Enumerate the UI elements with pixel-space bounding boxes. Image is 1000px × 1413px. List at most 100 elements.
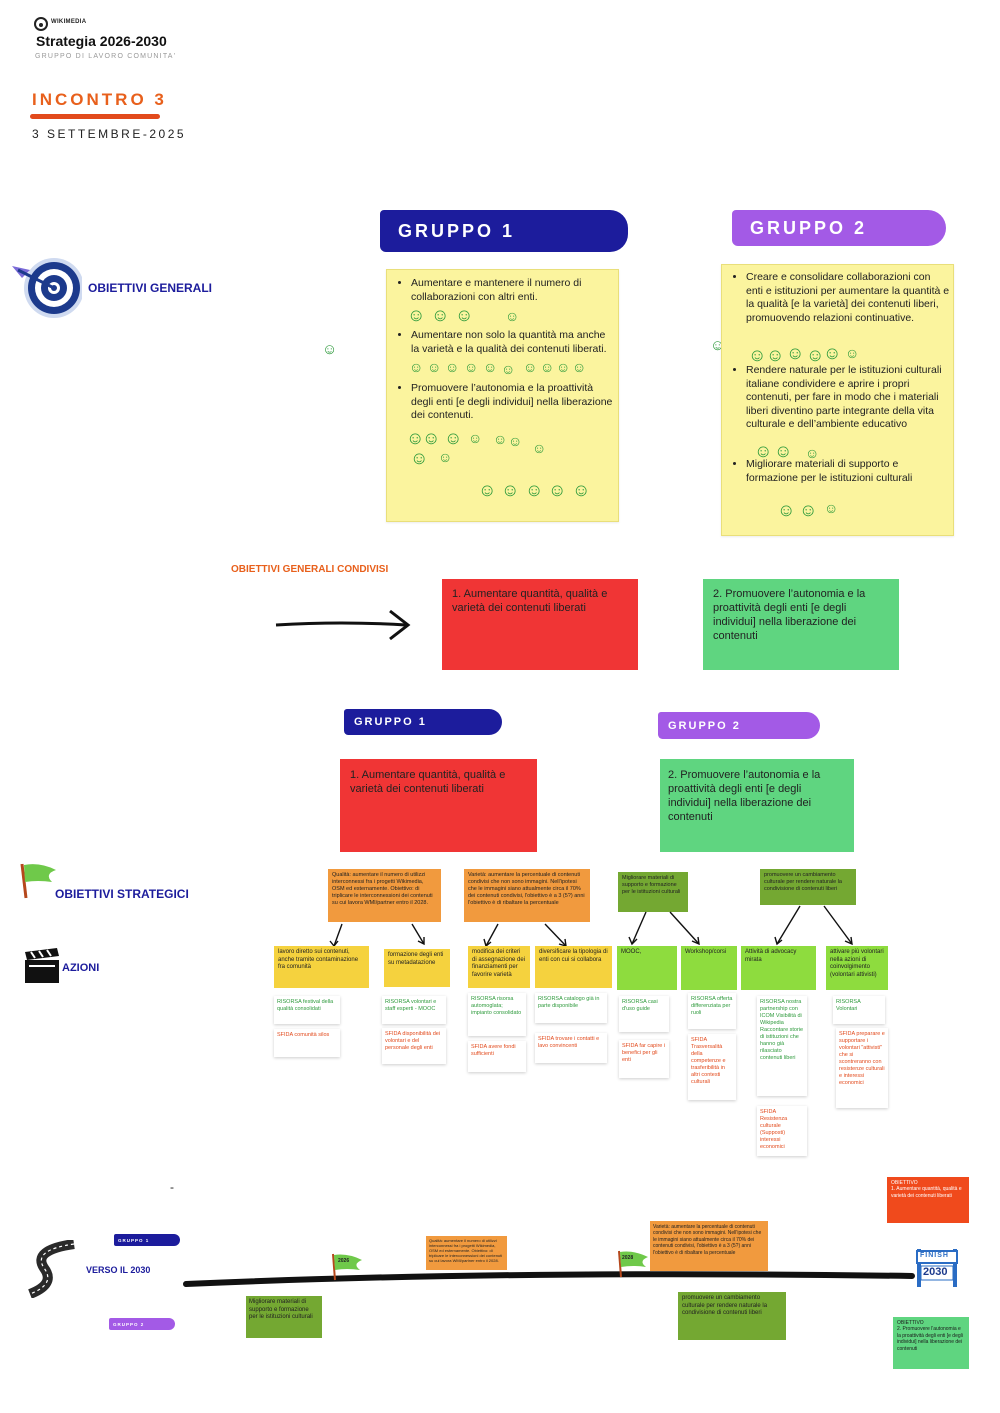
smiley-icon: ☺ — [525, 480, 544, 500]
smiley-icon: ☺ — [548, 480, 567, 500]
finish-label: FINISH — [920, 1252, 949, 1259]
smiley-icon: ☺ — [501, 480, 520, 500]
resource-card: RISORSA Volontari — [833, 996, 885, 1024]
g1-goal-2: Aumentare non solo la quantità ma anche … — [411, 329, 615, 356]
smiley-icon: ☺ — [823, 343, 842, 363]
finish-sign-icon — [916, 1249, 958, 1287]
timeline-variety: Varietà: aumentare la percentuale di con… — [650, 1221, 768, 1271]
smiley-icon: ☺ — [427, 359, 442, 375]
resource-card: RISORSA casi d'uso guide — [619, 996, 669, 1032]
smiley-icon: ☺ — [572, 480, 591, 500]
logo-text: WIKIMEDIA — [51, 19, 87, 25]
meeting-title: INCONTRO 3 — [32, 90, 167, 109]
goal-box-1: 1. Aumentare quantità, qualità e varietà… — [340, 759, 537, 852]
g2-goal-2: Rendere naturale per le istituzioni cult… — [746, 364, 950, 432]
challenge-card: SFIDA far capire i benefici per gli enti — [619, 1040, 669, 1078]
resource-card: RISORSA risorsa automoglata; impianto co… — [468, 993, 526, 1036]
action-funding-criteria: modifica dei criteri di assegnazione dei… — [468, 946, 530, 988]
timeline-goal-2: OBIETTIVO 2. Promuovere l'autonomia e la… — [893, 1317, 969, 1369]
timeline-cultural-change: promuovere un cambiamento culturale per … — [678, 1292, 786, 1340]
smiley-icon: ☺ — [805, 445, 820, 461]
timeline-group1: GRUPPO 1 — [114, 1234, 180, 1246]
smiley-icon: ☺ — [407, 305, 426, 325]
strategic-materials: Migliorare materiali di supporto e forma… — [618, 872, 688, 912]
smiley-icon: ☺ — [478, 480, 497, 500]
group1-header: GRUPPO 1 — [380, 210, 628, 252]
smiley-icon: ☺ — [409, 359, 424, 375]
smiley-icon: ☺ — [845, 345, 860, 361]
smiley-icon: ☺ — [438, 449, 453, 465]
road-icon — [28, 1240, 75, 1298]
smiley-icon: ☺ — [455, 305, 474, 325]
smiley-icon: ☺ — [774, 441, 793, 461]
smiley-icon: ☺ — [748, 345, 767, 365]
smiley-icon: ☺ — [532, 440, 547, 456]
resource-card: RISORSA catalogo già in parte disponibil… — [535, 993, 607, 1023]
label-obiettivi-condivisi: OBIETTIVI GENERALI CONDIVISI — [231, 564, 389, 575]
flag-icon — [20, 863, 56, 899]
page-title: Strategia 2026-2030 — [36, 33, 167, 49]
challenge-card: SFIDA trovare i contatti e lavo convince… — [535, 1033, 607, 1063]
meeting-date: 3 SETTEMBRE-2025 — [32, 127, 187, 141]
milestone-2028: 2028 — [622, 1255, 634, 1261]
challenge-card: SFIDA disponibilità dei volontari e del … — [382, 1028, 446, 1064]
shared-goal-1: 1. Aumentare quantità, qualità e varietà… — [442, 579, 638, 670]
clapperboard-icon — [25, 948, 59, 983]
smiley-icon: ☺ — [444, 428, 463, 448]
smiley-icon: ☺ — [505, 308, 520, 324]
label-azioni: AZIONI — [62, 962, 100, 974]
resource-card: RISORSA offerta differenziata per ruoli — [688, 993, 736, 1029]
group2-header-mid: GRUPPO 2 — [658, 712, 820, 739]
milestone-flag-icon — [618, 1250, 648, 1278]
meeting-underline — [30, 114, 160, 119]
smiley-icon: ☺ — [540, 359, 555, 375]
action-direct-work: lavoro diretto sui contenuti, anche tram… — [274, 946, 369, 988]
goal-box-2: 2. Promuovere l’autonomia e la proattivi… — [660, 759, 854, 852]
resource-card: RISORSA volontari e staff esperti - MOOC — [382, 996, 446, 1024]
smiley-icon: ☺ — [523, 359, 538, 375]
smiley-icon: ☺ — [464, 359, 479, 375]
smiley-icon: ☺ — [406, 428, 425, 448]
resource-card: RISORSA festival della qualità consolida… — [274, 996, 340, 1024]
smiley-icon: ☺ — [508, 433, 523, 449]
strategic-quality: Qualità: aumentare il numero di utilizzi… — [328, 869, 441, 922]
strategic-variety: Varietà: aumentare la percentuale di con… — [464, 869, 590, 922]
g1-goal-3: Promuovere l’autonomia e la proattività … — [411, 382, 615, 423]
smiley-icon: ☺ — [777, 500, 796, 520]
challenge-card: SFIDA avere fondi sufficienti — [468, 1041, 526, 1072]
group2-header: GRUPPO 2 — [732, 210, 946, 246]
action-advocacy: Attività di advocacy mirata — [741, 946, 816, 990]
challenge-card: SFIDA preparare e supportare i volontari… — [836, 1028, 888, 1108]
challenge-card: SFIDA Trasversalità della competenze e t… — [688, 1034, 736, 1100]
challenge-card: SFIDA Resistenza culturale (Supposti) in… — [757, 1106, 807, 1156]
smiley-icon: ☺ — [422, 428, 441, 448]
smiley-icon: ☺ — [572, 359, 587, 375]
smiley-icon: ☺ — [322, 341, 338, 358]
timeline-quality: Qualità: aumentare il numero di utilizzi… — [426, 1236, 507, 1270]
arrow-right-icon — [275, 609, 411, 641]
action-metadata-training: formazione degli enti su metadatazione — [384, 949, 450, 987]
smiley-icon: ☺ — [824, 500, 839, 516]
wikimedia-logo-icon — [34, 17, 48, 31]
finish-year: 2030 — [923, 1266, 948, 1278]
label-obiettivi-generali: OBIETTIVI GENERALI — [88, 281, 213, 295]
challenge-card: SFIDA comunità silos — [274, 1029, 340, 1057]
action-workshop: Workshop/corsi — [681, 946, 737, 990]
shared-goal-2: 2. Promuovere l’autonomia e la proattivi… — [703, 579, 899, 670]
milestone-flag-icon — [332, 1253, 362, 1281]
smiley-icon: ☺ — [493, 431, 508, 447]
group1-goals-note: Aumentare e mantenere il numero di colla… — [386, 269, 619, 522]
smiley-icon: ☺ — [754, 441, 773, 461]
dash-mark: - — [170, 1180, 174, 1194]
smiley-icon: ☺ — [799, 500, 818, 520]
target-icon — [12, 258, 82, 318]
strategic-cultural-change: promuovere un cambiamento culturale per … — [760, 869, 856, 905]
smiley-icon: ☺ — [556, 359, 571, 375]
smiley-icon: ☺ — [766, 345, 785, 365]
group1-header-mid: GRUPPO 1 — [344, 709, 502, 735]
action-mooc: MOOC, — [617, 946, 677, 990]
smiley-icon: ☺ — [501, 361, 516, 377]
timeline-goal-1: OBIETTIVO 1. Aumentare quantità, qualità… — [887, 1177, 969, 1223]
g1-goal-1: Aumentare e mantenere il numero di colla… — [411, 277, 615, 304]
